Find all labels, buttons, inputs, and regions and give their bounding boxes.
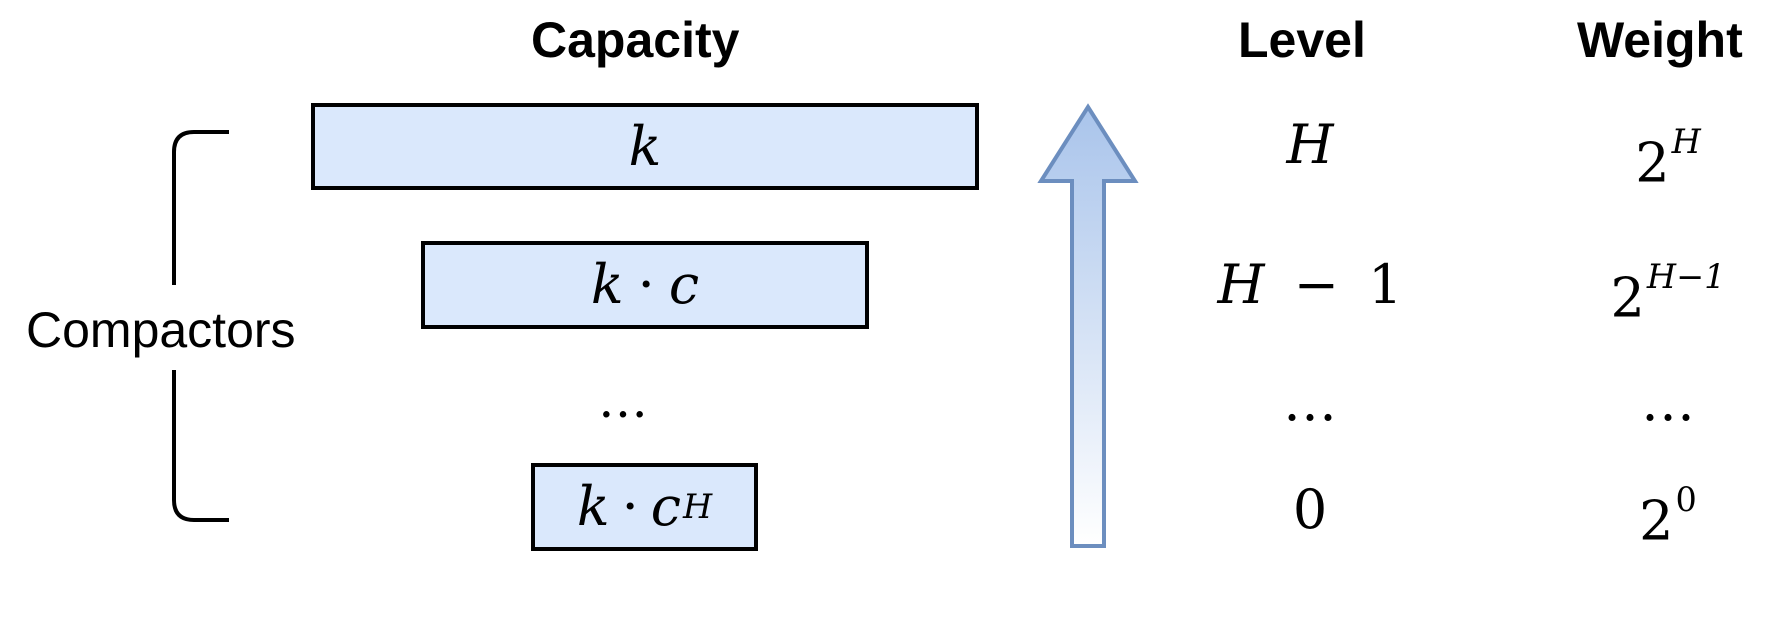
weight-value-second: 2H−1 [1610,257,1726,330]
capacity-operator: · [621,475,639,538]
compactors-label: Compactors [26,302,296,358]
level-ellipsis: … [1283,370,1345,433]
level-value-bottom: 0 [1292,478,1328,541]
level-header: Level [1238,12,1366,68]
weight-ellipsis: … [1641,370,1703,433]
capacity-exponent: H [682,487,713,527]
weight-value-bottom: 20 [1639,480,1697,553]
weight-value-top: 2H [1635,122,1701,195]
level-value-second: H − 1 [1217,253,1403,316]
capacity-base: k [590,253,624,316]
compactor-box-level-top: k [311,103,979,190]
capacity-ellipsis: … [598,371,656,429]
capacity-operator: · [637,253,655,316]
capacity-factor: c [650,475,681,538]
capacity-base: k [576,475,610,538]
weight-header: Weight [1577,12,1743,68]
level-value-top: H [1286,113,1334,176]
capacity-factor: c [668,253,700,316]
compactor-box-level-second: k · c [421,241,869,329]
capacity-base: k [628,114,662,178]
capacity-header: Capacity [531,12,740,68]
